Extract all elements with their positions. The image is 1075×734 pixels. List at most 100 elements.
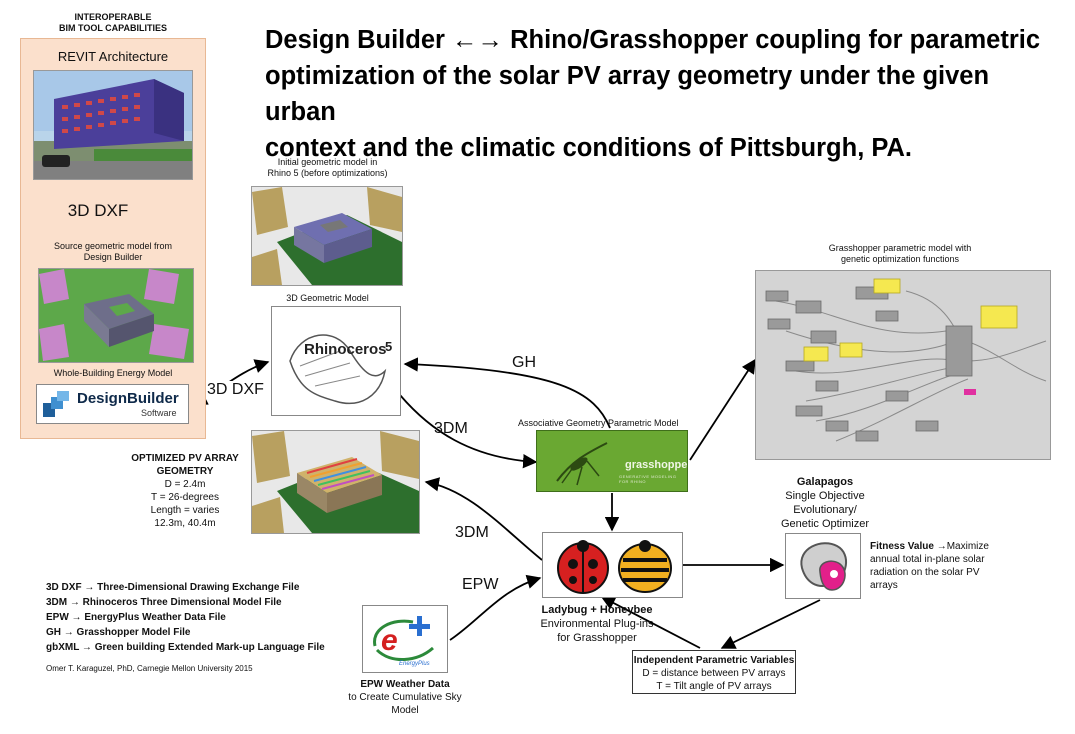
source-caption-line-2: Design Builder (83, 252, 143, 262)
dm-lower-label: 3DM (455, 524, 489, 541)
param-model-caption: Grasshopper parametric model with geneti… (820, 243, 980, 265)
grasshopper-logo-sub: GENERATIVE MODELING FOR RHINO (619, 474, 677, 484)
grasshopper-insect-icon (537, 431, 687, 491)
rhinoceros-logo-version: 5 (385, 339, 393, 354)
author-credit: Omer T. Karaguzel, PhD, Carnegie Mellon … (46, 664, 253, 673)
param-caption-line-1: Grasshopper parametric model with (828, 243, 972, 253)
epw-line-2: Model (391, 705, 419, 716)
designbuilder-logo-sub: Software (141, 408, 177, 418)
rhino-icon (289, 334, 387, 405)
designbuilder-model-image (39, 269, 193, 362)
rhinoceros-logo: Rhinoceros 5 (271, 306, 401, 416)
energyplus-icon: e (373, 616, 434, 662)
fitness-line-3: radiation on the solar PV (870, 567, 980, 578)
page-title: Design Builder ←→ Rhino/Grasshopper coup… (265, 22, 1065, 166)
galapagos-name: Galapagos (796, 476, 854, 488)
ladybug-honeybee-logo (542, 532, 683, 598)
optimized-title-line-1: OPTIMIZED PV ARRAY (131, 453, 239, 464)
grasshopper-logo-text: grasshopper (625, 459, 688, 471)
initial-model-rendering (251, 186, 403, 286)
ladybug-caption: Ladybug + Honeybee Environmental Plug-in… (487, 603, 707, 645)
revit-label: REVIT Architecture (57, 49, 169, 64)
abbreviation-legend: 3D DXF → Three-Dimensional Drawing Excha… (46, 580, 366, 655)
legend-item: EPW → EnergyPlus Weather Data File (46, 612, 226, 623)
galapagos-logo (785, 533, 861, 599)
grasshopper-label: Associative Geometry Parametric Model (518, 418, 679, 428)
energy-model-label: Whole-Building Energy Model (53, 368, 173, 378)
grasshopper-canvas-screenshot (755, 270, 1051, 460)
revit-building-image (34, 71, 192, 179)
legend-item: 3D DXF → Three-Dimensional Drawing Excha… (46, 582, 300, 593)
optimized-title-line-2: GEOMETRY (156, 466, 214, 477)
revit-rendering (33, 70, 193, 180)
optimized-length-label: Length = varies (150, 505, 220, 516)
initial-model-caption: Initial geometric model in Rhino 5 (befo… (250, 157, 405, 179)
variables-title: Independent Parametric Variables (633, 655, 795, 666)
param-caption-line-2: genetic optimization functions (840, 254, 960, 264)
variables-t: T = Tilt angle of PV arrays (656, 681, 772, 692)
grasshopper-logo: grasshopper GENERATIVE MODELING FOR RHIN… (536, 430, 688, 492)
fitness-line-1: →Maximize (936, 541, 989, 552)
galapagos-line-2: Evolutionary/ (793, 504, 857, 516)
galapagos-line-1: Single Objective (785, 490, 865, 502)
designbuilder-logo-name: DesignBuilder (77, 390, 179, 407)
arrow-variables-to-ladybug (600, 596, 701, 649)
energyplus-logo: e EnergyPlus (362, 605, 448, 673)
fitness-lead: Fitness Value (870, 541, 934, 552)
galapagos-caption: Galapagos Single Objective Evolutionary/… (760, 475, 890, 531)
svg-text:e: e (381, 624, 398, 657)
arrow-3dm-to-grasshopper (399, 394, 538, 469)
ladybug-caption-line-1: Environmental Plug-ins (540, 618, 654, 630)
galapagos-icon (800, 542, 847, 591)
legend-item: 3DM → Rhinoceros Three Dimensional Model… (46, 597, 282, 608)
arrow-epw-to-ladybug (449, 574, 542, 641)
arrow-galapagos-to-variables (720, 599, 821, 649)
initial-caption-line-1: Initial geometric model in (277, 157, 378, 167)
fitness-caption: Fitness Value →Maximize annual total in-… (870, 540, 1050, 592)
optimized-pv-text: OPTIMIZED PV ARRAY GEOMETRY D = 2.4m T =… (120, 452, 250, 530)
dxf-up-label: 3D DXF (67, 201, 129, 220)
legend-item: gbXML → Green building Extended Mark-up … (46, 642, 325, 653)
optimized-model-rendering (251, 430, 420, 534)
fitness-line-4: arrays (870, 580, 898, 591)
optimized-t-value: T = 26-degrees (151, 492, 219, 503)
epw-title: EPW Weather Data (360, 679, 450, 690)
dm-upper-label: 3DM (434, 420, 468, 437)
ladybug-caption-line-2: for Grasshopper (557, 632, 637, 644)
ladybug-name: Ladybug + Honeybee (541, 604, 653, 616)
title-line-1: Design Builder ←→ Rhino/Grasshopper coup… (265, 26, 1041, 54)
optimized-pv-model-image (252, 431, 419, 533)
rhinoceros-logo-text: Rhinoceros (304, 341, 387, 358)
optimized-d-value: D = 2.4m (164, 479, 206, 490)
arrow-ladybug-to-optimized (424, 477, 543, 561)
bim-header: INTEROPERABLE BIM TOOL CAPABILITIES (20, 12, 206, 34)
arrow-grasshopper-to-param (689, 358, 756, 461)
title-line-3: context and the climatic conditions of P… (265, 134, 912, 162)
variables-d: D = distance between PV arrays (642, 668, 786, 679)
gh-label: GH (510, 354, 538, 372)
designbuilder-logo: DesignBuilder Software (36, 384, 189, 424)
source-model-caption: Source geometric model from Design Build… (20, 241, 206, 263)
bim-header-line-1: INTEROPERABLE (74, 12, 152, 22)
bim-header-line-2: BIM TOOL CAPABILITIES (58, 23, 167, 33)
initial-caption-line-2: Rhino 5 (before optimizations) (267, 168, 388, 178)
grasshopper-canvas-image (756, 271, 1050, 459)
designbuilder-source-rendering (38, 268, 194, 363)
legend-item: GH → Grasshopper Model File (46, 627, 191, 638)
energyplus-logo-text: EnergyPlus (399, 661, 430, 667)
arrow-gh-to-rhino (403, 357, 611, 429)
epw-line-1: to Create Cumulative Sky (348, 692, 462, 703)
initial-rhino-model-image (252, 187, 402, 285)
source-caption-line-1: Source geometric model from (53, 241, 173, 251)
title-line-2: optimization of the solar PV array geome… (265, 62, 990, 126)
designbuilder-logo-icon (43, 391, 69, 417)
dxf-left-label: 3D DXF (206, 381, 265, 399)
variables-box: Independent Parametric Variables D = dis… (632, 650, 796, 694)
fitness-line-2: annual total in-plane solar (870, 554, 985, 565)
epw-label: EPW (462, 576, 499, 593)
geometric-model-label: 3D Geometric Model (286, 293, 369, 303)
epw-caption: EPW Weather Data to Create Cumulative Sk… (330, 678, 480, 717)
galapagos-line-3: Genetic Optimizer (780, 518, 870, 530)
optimized-length-values: 12.3m, 40.4m (154, 518, 216, 529)
